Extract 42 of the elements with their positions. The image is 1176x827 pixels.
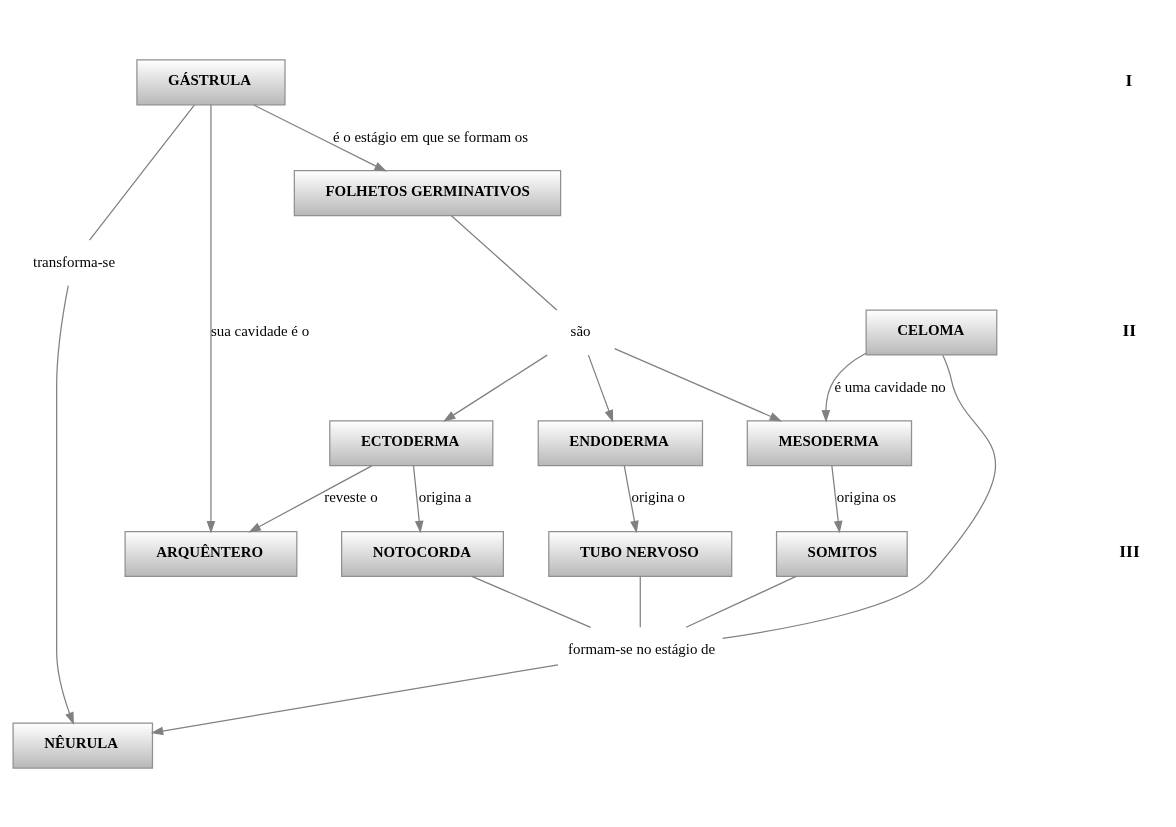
connector xyxy=(685,575,797,628)
arrow xyxy=(443,354,548,422)
node-text: transforma-se xyxy=(33,253,116,270)
arrow xyxy=(150,663,559,735)
node-box: TUBO NERVOSO xyxy=(548,530,733,577)
node-box: ECTODERMA xyxy=(329,419,494,466)
arrow xyxy=(614,347,783,421)
edge-label: é o estágio em que se formam os xyxy=(332,128,529,145)
edge-label: origina os xyxy=(836,488,897,505)
arrow xyxy=(56,284,74,725)
connector xyxy=(88,103,195,241)
connector xyxy=(450,214,558,311)
arrow xyxy=(248,464,373,532)
arrow xyxy=(253,103,387,172)
label: II xyxy=(1122,319,1137,340)
edge-label: reveste o xyxy=(324,488,378,505)
node-text: formam-se no estágio de xyxy=(568,640,716,657)
node-box: NOTOCORDA xyxy=(341,530,504,577)
edge-label: sua cavidade é o xyxy=(210,322,310,339)
node-box: SOMITOS xyxy=(775,530,908,577)
edge-label: origina a xyxy=(418,488,472,505)
node-box: NÊURULA xyxy=(12,722,154,769)
label: I xyxy=(1125,69,1133,90)
arrow xyxy=(821,352,867,422)
node-box: GÁSTRULA xyxy=(136,58,286,105)
edge-label: origina o xyxy=(631,488,686,505)
node-box: CELOMA xyxy=(865,309,998,355)
connector xyxy=(721,354,997,639)
node-box: MESODERMA xyxy=(746,419,913,466)
label: III xyxy=(1119,540,1140,561)
connector xyxy=(639,575,641,628)
arrow xyxy=(206,103,216,533)
edge-label: é uma cavidade no xyxy=(834,378,946,395)
node-text: são xyxy=(570,322,591,339)
arrow xyxy=(831,464,843,533)
arrow xyxy=(587,354,614,422)
node-box: FOLHETOS GERMINATIVOS xyxy=(293,169,562,216)
arrow xyxy=(412,464,424,533)
connector xyxy=(471,575,592,628)
node-box: ARQUÊNTERO xyxy=(124,530,298,577)
node-box: ENDODERMA xyxy=(537,419,704,466)
arrow xyxy=(623,464,639,533)
